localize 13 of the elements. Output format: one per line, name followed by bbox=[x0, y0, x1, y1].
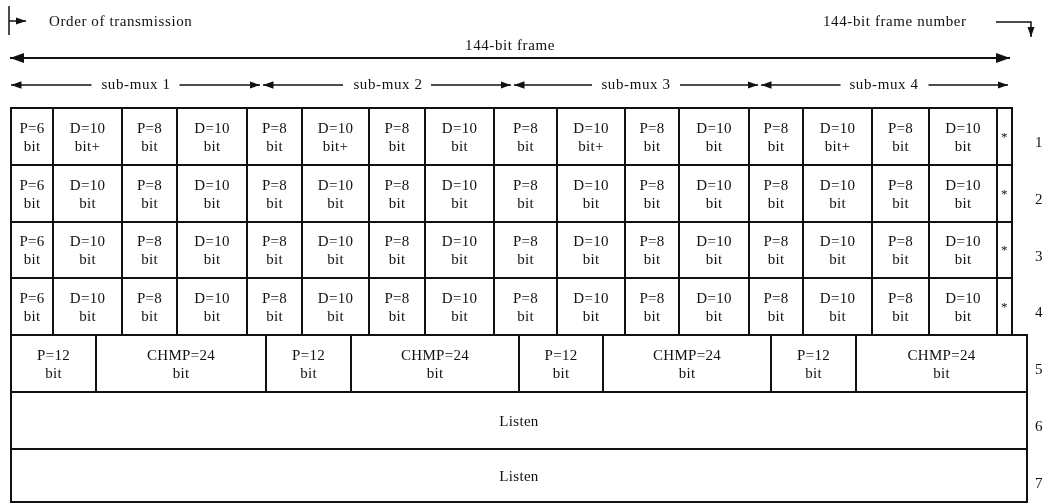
row-number: 1 bbox=[1034, 133, 1045, 151]
annotation-text: Order of transmission bbox=[48, 12, 194, 30]
row-number: 5 bbox=[1034, 360, 1045, 378]
row-number: 7 bbox=[1034, 474, 1045, 492]
bit-field-cell: Listen bbox=[10, 391, 1028, 450]
row-number: 2 bbox=[1034, 190, 1045, 208]
flag-cell: * bbox=[996, 107, 1013, 166]
row-number: 6 bbox=[1034, 417, 1045, 435]
annotation-text: 144-bit frame number bbox=[822, 12, 968, 30]
bit-field-cell: Listen bbox=[10, 448, 1028, 503]
row-number: 3 bbox=[1034, 247, 1045, 265]
row-number: 4 bbox=[1034, 303, 1045, 321]
bit-field-cell: P=6 bit bbox=[10, 107, 54, 166]
